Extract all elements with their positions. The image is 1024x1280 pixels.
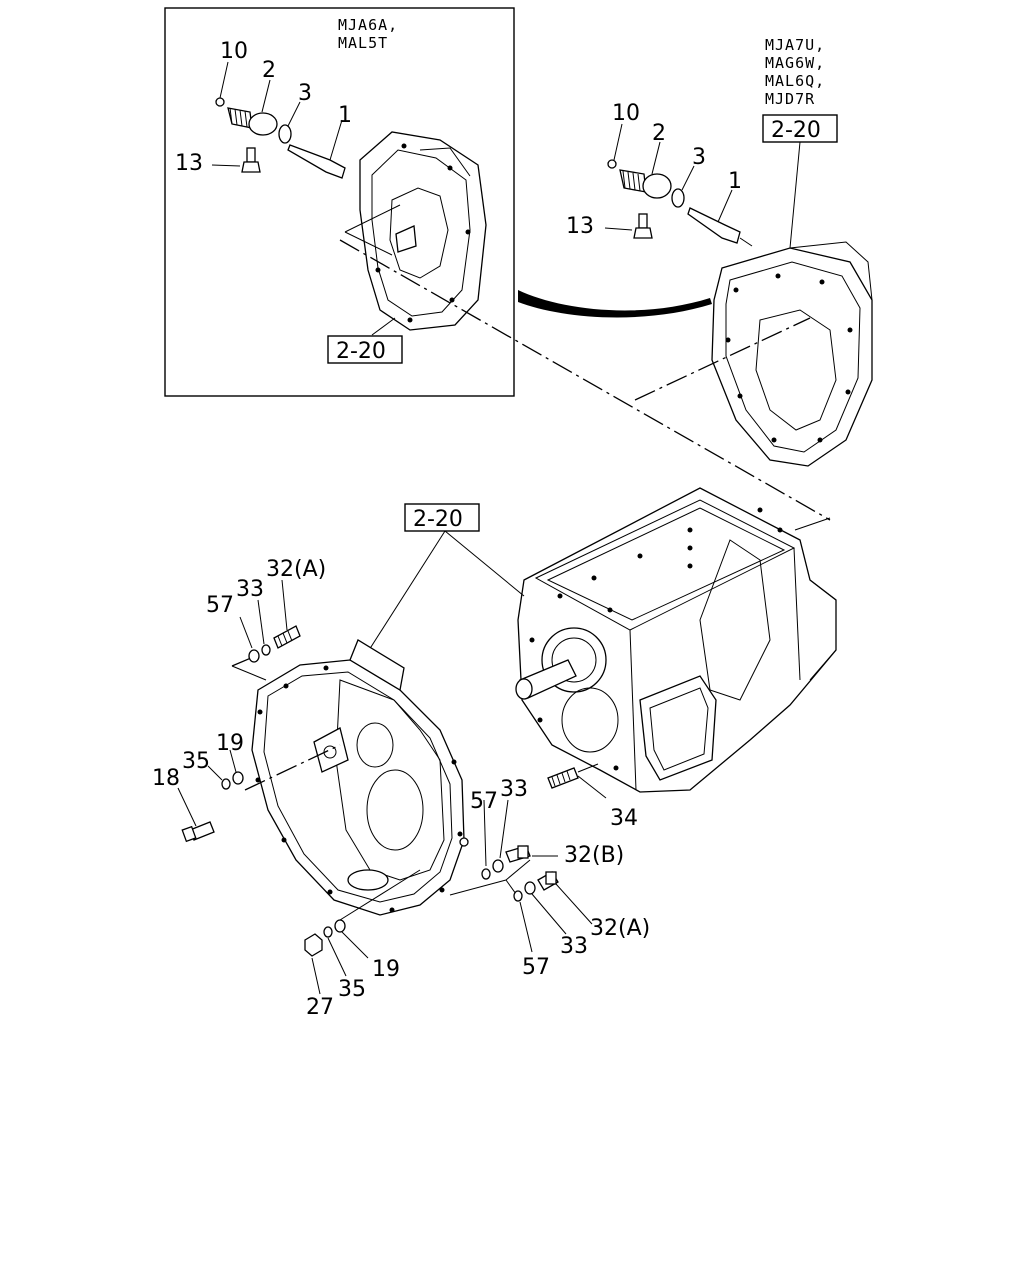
right-label-10: 10	[612, 101, 640, 126]
leader-inset-to-case	[339, 239, 831, 521]
right-label-2: 2	[652, 121, 666, 146]
label-33-mid: 33	[500, 777, 528, 802]
main-ref-box	[404, 503, 480, 532]
inset-label-1: 1	[338, 103, 352, 128]
inset-part-2-sensor: 2	[227, 58, 278, 136]
label-34: 34	[610, 806, 638, 831]
right-model-2: MAG6W,	[765, 54, 825, 72]
inset-border	[164, 7, 515, 397]
inset-label-13: 13	[175, 151, 203, 176]
inset-label-3: 3	[298, 81, 312, 106]
right-part-10: 10	[607, 101, 640, 169]
label-57-bottom: 57	[522, 955, 550, 980]
right-model-3: MAL6Q,	[765, 72, 825, 90]
bottom-right-bolts: 32(A) 33 57	[513, 871, 650, 980]
mid-right-bolts: 57 33 32(B)	[470, 777, 624, 880]
right-label-1: 1	[728, 169, 742, 194]
right-part-3-oring: 3	[671, 145, 706, 208]
inset-ref-box	[327, 335, 403, 364]
inset-part-10: 10	[215, 39, 248, 107]
inset-label-10: 10	[220, 39, 248, 64]
right-ref-label: 2-20	[771, 118, 821, 143]
transmission-case	[515, 487, 837, 793]
label-35-left: 35	[182, 749, 210, 774]
right-part-13-bolt: 13	[566, 213, 653, 239]
bell-housing	[251, 639, 469, 916]
stud-34: 34	[547, 763, 638, 831]
bottom-left-nuts: 27 35 19	[304, 919, 400, 1020]
label-35-bottom: 35	[338, 977, 366, 1002]
label-27: 27	[306, 995, 334, 1020]
label-57-top: 57	[206, 593, 234, 618]
inset-model-1: MJA6A,	[338, 16, 398, 34]
top-bolts: 32(A) 33 57	[206, 557, 326, 663]
inset-ref-label: 2-20	[336, 339, 386, 364]
right-label-13: 13	[566, 214, 594, 239]
label-57-mid: 57	[470, 789, 498, 814]
right-bell-housing	[711, 241, 873, 467]
leader-right-housing	[634, 317, 811, 401]
inset-model-2: MAL5T	[338, 34, 388, 52]
leader-left-bolt	[244, 744, 341, 791]
label-18: 18	[152, 766, 180, 791]
inset-panel: MJA6A, MAL5T 10 2 3 1 13	[164, 7, 515, 397]
label-32a-bottom: 32(A)	[590, 916, 650, 941]
curved-arrow	[518, 290, 712, 318]
label-32b: 32(B)	[564, 843, 624, 868]
label-19-left: 19	[216, 731, 244, 756]
right-part-1-shaft: 1	[687, 169, 753, 247]
right-model-1: MJA7U,	[765, 36, 825, 54]
right-label-3: 3	[692, 145, 706, 170]
label-33-bottom: 33	[560, 934, 588, 959]
label-19-bottom: 19	[372, 957, 400, 982]
inset-part-3-oring: 3	[278, 81, 312, 144]
inset-part-1-shaft: 1	[287, 103, 352, 179]
main-ref-label: 2-20	[413, 507, 463, 532]
leader-top-bolts	[231, 654, 259, 667]
right-group: MJA7U, MAG6W, MAL6Q, MJD7R 2-20 10 2 3 1	[518, 36, 873, 467]
inset-housing	[359, 131, 487, 331]
label-33-top: 33	[236, 577, 264, 602]
right-model-4: MJD7R	[765, 90, 815, 108]
inset-label-2: 2	[262, 58, 276, 83]
left-bolt-group: 18 35 19	[152, 731, 244, 843]
inset-part-13-bolt: 13	[175, 147, 261, 176]
right-part-2-sensor: 2	[619, 121, 672, 199]
label-32a-top: 32(A)	[266, 557, 326, 582]
